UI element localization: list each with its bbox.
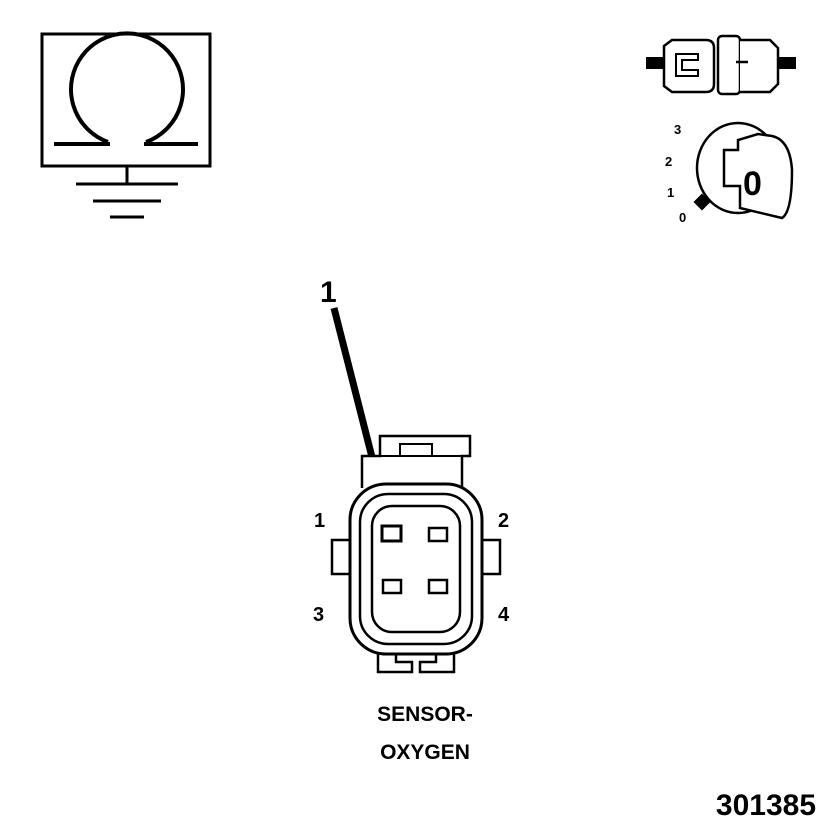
pin-cavity-1 <box>380 524 403 543</box>
figure-id: 301385 <box>716 789 816 822</box>
oxygen-sensor-connector <box>330 434 502 674</box>
ignition-key-icon: 3 2 1 0 0 <box>665 121 794 225</box>
key-position-3: 3 <box>674 122 681 137</box>
pin-label-4: 4 <box>498 604 510 626</box>
pin-cavity-2 <box>427 526 449 543</box>
callout-number: 1 <box>320 276 337 309</box>
ohm-ground-icon <box>40 31 212 219</box>
key-position-0: 0 <box>679 210 686 225</box>
pin-cavity-3 <box>381 578 403 595</box>
disconnected-connector-icon <box>646 34 796 96</box>
pin-cavity-4 <box>427 578 449 595</box>
connector-caption-line2: OXYGEN <box>380 741 470 764</box>
pin-label-3: 3 <box>313 604 324 626</box>
connector-caption-line1: SENSOR- <box>377 703 473 726</box>
key-position-2: 2 <box>665 154 672 169</box>
pin-label-2: 2 <box>498 510 509 532</box>
pin-label-1: 1 <box>314 510 325 532</box>
key-label: 0 <box>743 165 762 203</box>
key-position-1: 1 <box>667 185 674 200</box>
